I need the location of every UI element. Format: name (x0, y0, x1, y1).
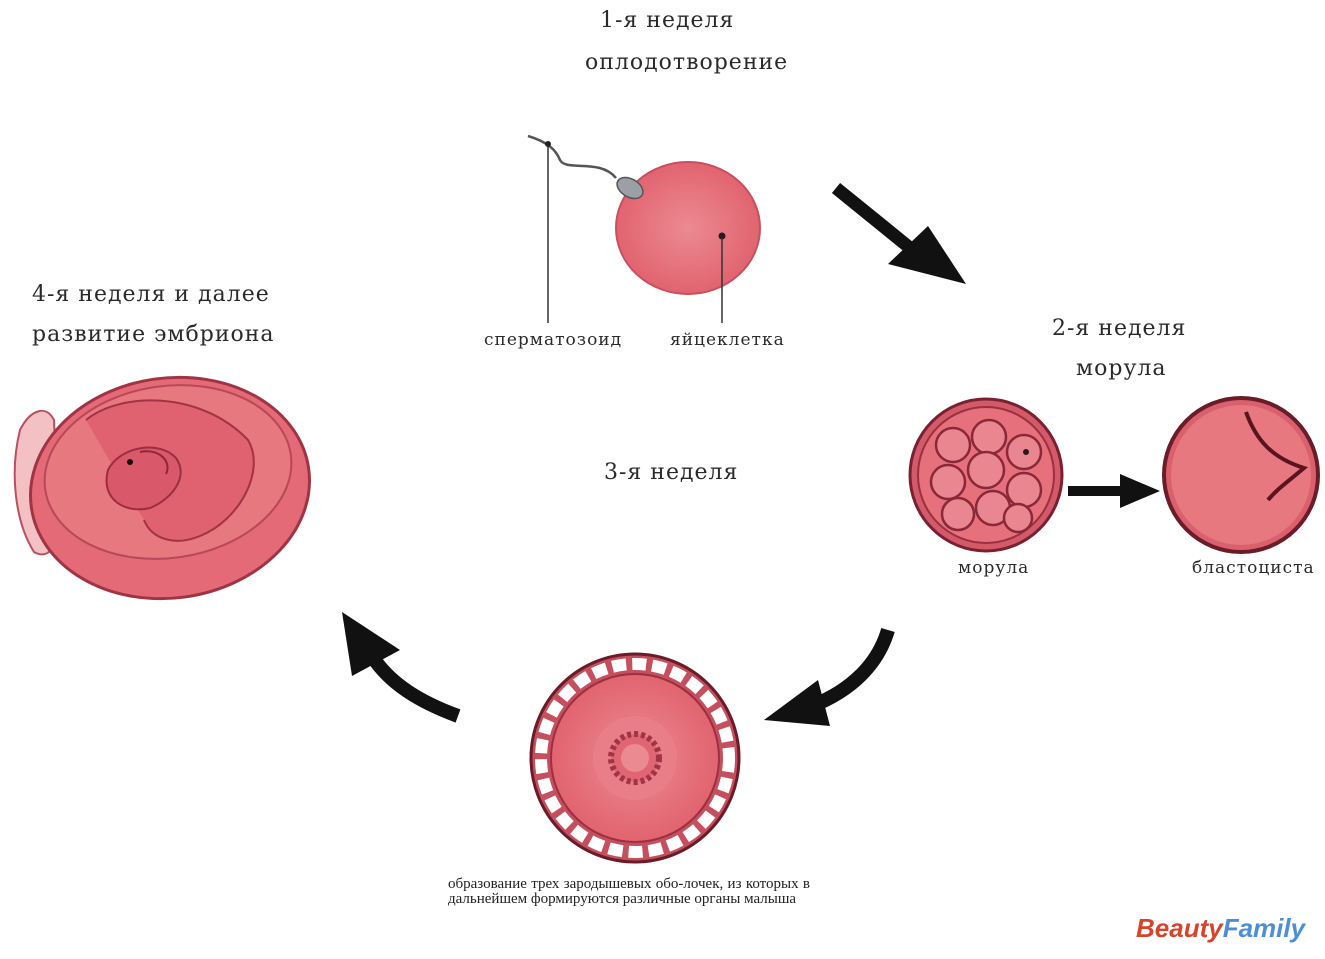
germ-layers-illustration (531, 654, 739, 862)
week3-label: 3-я неделя (604, 460, 738, 485)
embryo-development-title: развитие эмбриона (32, 322, 275, 347)
embryo-illustration (15, 360, 324, 617)
germ-layers-description: образование трех зародышевых обо-лочек, … (448, 877, 810, 907)
brand-logo-part2: Family (1223, 913, 1305, 943)
week1-label: 1-я неделя (600, 8, 734, 33)
morula-label: морула (958, 558, 1029, 578)
morula-title: морула (1076, 356, 1166, 381)
week2-label: 2-я неделя (1052, 316, 1186, 341)
sperm-label: сперматозоид (484, 330, 622, 350)
arrow-morula-to-blastocyst (1068, 474, 1160, 508)
brand-logo: BeautyFamily (1136, 913, 1305, 944)
arrow-week1-to-week2 (836, 188, 966, 284)
week4-label: 4-я неделя и далее (32, 282, 270, 307)
egg-label: яйцеклетка (670, 330, 785, 350)
blastocyst-illustration (1164, 398, 1318, 552)
brand-logo-part1: Beauty (1136, 913, 1223, 943)
fertilization-title: оплодотворение (585, 50, 788, 75)
arrow-week3-to-week4 (342, 612, 458, 716)
morula-illustration (910, 399, 1062, 551)
blastocyst-label: бластоциста (1192, 558, 1315, 578)
arrow-week2-to-week3 (764, 630, 888, 726)
